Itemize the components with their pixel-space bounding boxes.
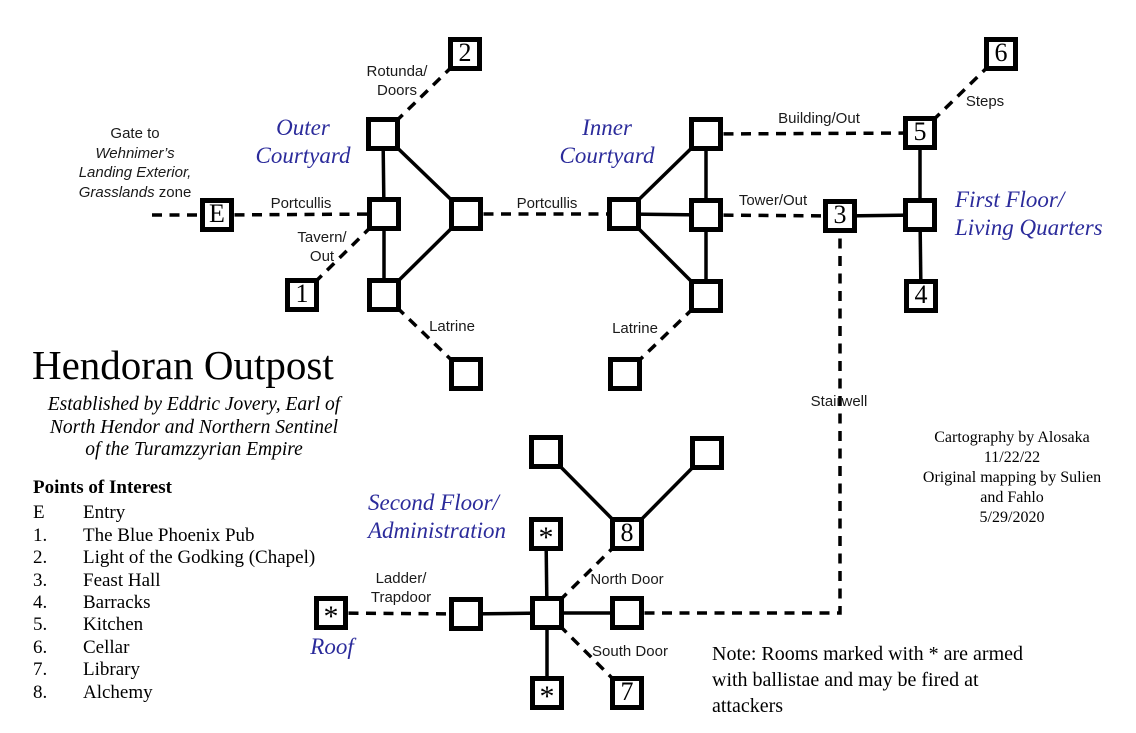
room-room4: 4 (904, 279, 938, 313)
room-sf-ballista-s: * (530, 676, 564, 713)
room-room3: 3 (823, 199, 857, 233)
room-entry: E (200, 198, 234, 232)
poi-item-3: 3.Feast Hall (33, 569, 161, 591)
room-label-room1: 1 (295, 279, 309, 308)
room-sf-ne (690, 436, 724, 470)
room-sf-ballista-n: * (529, 517, 563, 554)
room-label-room4: 4 (914, 280, 928, 309)
room-ic-top (689, 117, 723, 151)
edge-entry-oc-mid (216, 212, 385, 217)
room-label-room8: 8 (620, 518, 634, 547)
connection-label-ladder-trapdoor: Ladder/Trapdoor (370, 570, 432, 606)
room-sf-center (530, 596, 564, 630)
connection-label-portcullis-outer: Portcullis (270, 195, 332, 212)
room-room6: 6 (984, 37, 1018, 71)
connection-label-rotunda-doors: Rotunda/Doors (366, 63, 428, 99)
connection-label-tavern-out: Tavern/Out (297, 229, 347, 265)
region-label-first-floor: First Floor/Living Quarters (955, 187, 1103, 240)
room-room1: 1 (285, 278, 319, 312)
room-ic-left (607, 197, 641, 231)
room-sf-east (610, 596, 644, 630)
connection-label-latrine-outer: Latrine (429, 318, 475, 335)
room-room2: 2 (448, 37, 482, 71)
room-ff-main (903, 198, 937, 232)
room-label-entry: E (209, 199, 225, 228)
room-oc-east (449, 197, 483, 231)
room-label-room6: 6 (994, 38, 1008, 67)
room-oc-latrine (449, 357, 483, 391)
poi-item-2: 2.Light of the Godking (Chapel) (33, 547, 316, 569)
room-ic-latrine (608, 357, 642, 391)
edge-stairwell-path (627, 216, 842, 615)
poi-item-6: 6.Cellar (33, 636, 130, 658)
connection-label-building-out: Building/Out (778, 110, 860, 127)
room-roof-ballista: * (314, 596, 348, 633)
room-sf-west (449, 597, 483, 631)
connection-label-south-door: South Door (592, 643, 668, 660)
room-ic-mid (689, 198, 723, 232)
connection-label-tower-out: Tower/Out (738, 192, 808, 209)
map-title: Hendoran Outpost (32, 342, 334, 388)
poi-item-4: 4.Barracks (33, 592, 151, 614)
room-label-roof-ballista: * (323, 600, 339, 633)
room-label-room7: 7 (620, 677, 634, 706)
room-label-sf-ballista-n: * (538, 521, 554, 554)
connection-label-steps: Steps (965, 93, 1005, 110)
room-oc-top (366, 117, 400, 151)
poi-item-1: 1.The Blue Phoenix Pub (33, 524, 255, 546)
region-label-second-floor: Second Floor/Administration (368, 490, 507, 543)
room-label-sf-ballista-s: * (539, 680, 555, 713)
poi-item-7: 7.Library (33, 659, 140, 681)
room-oc-bottom (367, 278, 401, 312)
room-sf-nw (529, 435, 563, 469)
room-label-room2: 2 (458, 38, 472, 67)
room-room5: 5 (903, 116, 937, 150)
room-room7: 7 (610, 676, 644, 710)
connection-label-portcullis-inner: Portcullis (516, 195, 578, 212)
connection-label-stairwell: Stairwell (810, 393, 868, 410)
edge-ic-mid-room3 (705, 213, 841, 218)
poi-header: Points of Interest (33, 477, 172, 498)
poi-item-8: 8.Alchemy (33, 681, 153, 703)
room-label-room5: 5 (913, 117, 927, 146)
poi-item-5: 5.Kitchen (33, 614, 144, 636)
edge-roof-ballista-sf-west (330, 611, 467, 616)
region-label-roof: Roof (310, 634, 354, 659)
room-oc-mid (367, 197, 401, 231)
room-ic-bottom (689, 279, 723, 313)
connection-label-north-door: North Door (590, 571, 664, 588)
room-label-room3: 3 (833, 200, 847, 229)
room-room8: 8 (610, 517, 644, 551)
edge-ic-top-room5 (705, 131, 921, 136)
connection-label-latrine-inner: Latrine (612, 320, 658, 337)
